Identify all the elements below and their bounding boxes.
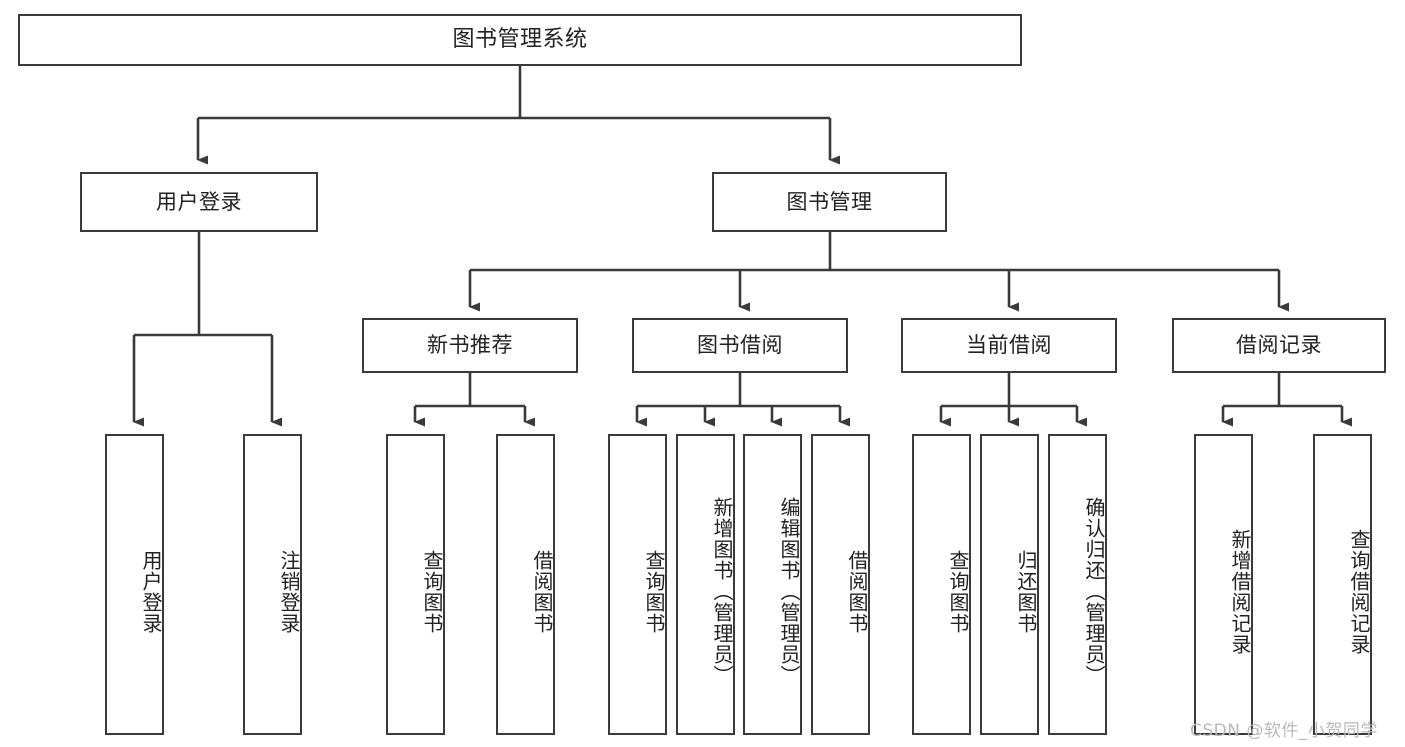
node-label: 注销登录	[277, 549, 301, 634]
node-label: 新书推荐	[427, 333, 513, 358]
leaf-current-borrow-confirm-return-admin[interactable]: 确认归还（管理员）	[1048, 434, 1107, 735]
node-label: 归还图书	[1014, 549, 1038, 634]
node-label: 查询图书	[420, 549, 444, 634]
leaf-current-borrow-return-book[interactable]: 归还图书	[980, 434, 1039, 735]
node-label: 编辑图书（管理员）	[777, 497, 801, 686]
node-label: 确认归还（管理员）	[1082, 497, 1106, 686]
leaf-user-login-do-login[interactable]: 用户登录	[105, 434, 164, 735]
leaf-new-book-query-book[interactable]: 查询图书	[386, 434, 445, 735]
leaf-current-borrow-query-book[interactable]: 查询图书	[912, 434, 971, 735]
leaf-book-borrow-borrow-book[interactable]: 借阅图书	[811, 434, 870, 735]
node-label: 查询图书	[642, 549, 666, 634]
node-label: 图书借阅	[697, 333, 783, 358]
node-book-management[interactable]: 图书管理	[712, 172, 947, 232]
node-borrow-record[interactable]: 借阅记录	[1172, 318, 1386, 373]
node-label: 借阅图书	[845, 549, 869, 634]
node-label: 用户登录	[139, 549, 163, 634]
node-user-login[interactable]: 用户登录	[80, 172, 318, 232]
leaf-book-borrow-add-book-admin[interactable]: 新增图书（管理员）	[676, 434, 735, 735]
node-label: 用户登录	[156, 189, 242, 214]
node-label: 借阅记录	[1236, 333, 1322, 358]
node-label: 图书管理系统	[452, 27, 588, 53]
node-label: 新增借阅记录	[1228, 528, 1252, 655]
csdn-watermark: CSDN @软件_小贺同学	[1190, 721, 1378, 741]
leaf-user-login-logout[interactable]: 注销登录	[243, 434, 302, 735]
node-label: 查询图书	[946, 549, 970, 634]
node-label: 查询借阅记录	[1347, 528, 1371, 655]
node-book-borrow[interactable]: 图书借阅	[632, 318, 848, 373]
leaf-book-borrow-edit-book-admin[interactable]: 编辑图书（管理员）	[743, 434, 802, 735]
leaf-borrow-record-add-record[interactable]: 新增借阅记录	[1194, 434, 1253, 735]
node-root-book-management-system[interactable]: 图书管理系统	[18, 14, 1022, 66]
node-label: 新增图书（管理员）	[710, 497, 734, 686]
node-label: 借阅图书	[530, 549, 554, 634]
leaf-borrow-record-query-record[interactable]: 查询借阅记录	[1313, 434, 1372, 735]
node-current-borrow[interactable]: 当前借阅	[901, 318, 1117, 373]
leaf-new-book-borrow-book[interactable]: 借阅图书	[496, 434, 555, 735]
node-new-book-recommend[interactable]: 新书推荐	[362, 318, 578, 373]
node-label: 当前借阅	[966, 333, 1052, 358]
leaf-book-borrow-query-book[interactable]: 查询图书	[608, 434, 667, 735]
node-label: 图书管理	[786, 189, 873, 214]
